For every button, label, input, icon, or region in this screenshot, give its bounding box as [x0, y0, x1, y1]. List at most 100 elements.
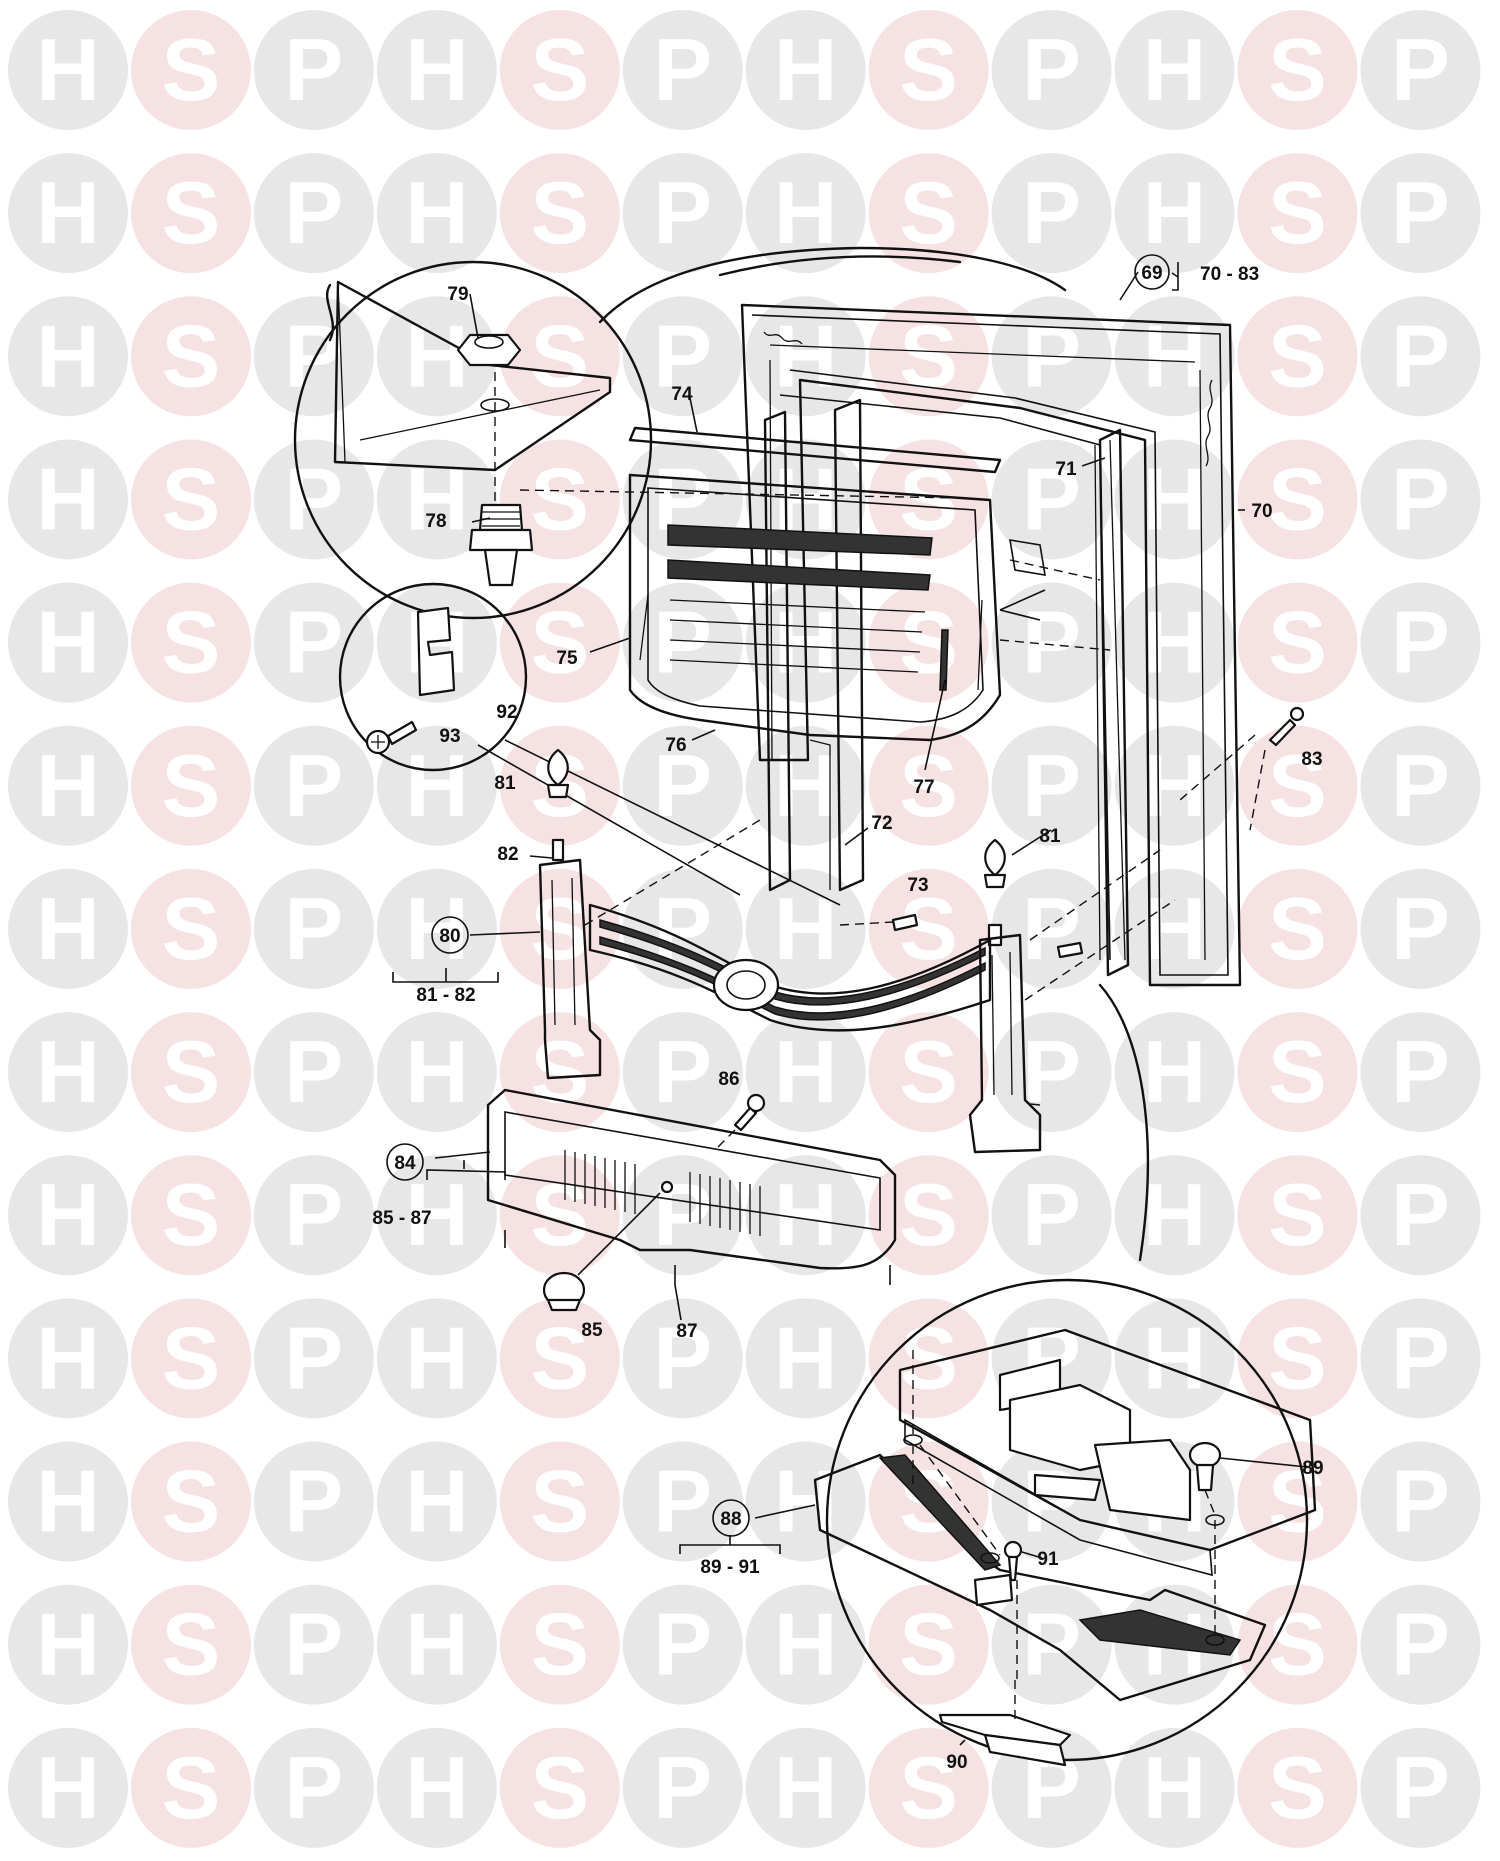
svg-text:H: H: [405, 1308, 469, 1407]
watermark-mark: S: [499, 296, 620, 417]
svg-text:P: P: [1391, 736, 1450, 835]
watermark-mark: P: [1360, 868, 1481, 989]
side-channel-71: [1098, 428, 1130, 977]
svg-text:P: P: [1022, 20, 1081, 119]
part-labels: 69 70 - 83 79 78 74 71 70 75 92 93 76 77…: [372, 254, 1324, 1773]
part-label-92: 92: [496, 702, 517, 723]
leader-lines: [392, 262, 1308, 1746]
svg-text:S: S: [1268, 879, 1327, 978]
svg-text:H: H: [405, 736, 469, 835]
svg-text:H: H: [1143, 20, 1207, 119]
watermark-mark: P: [1360, 1727, 1481, 1848]
svg-text:S: S: [162, 1022, 221, 1121]
svg-text:P: P: [653, 1165, 712, 1264]
svg-text:H: H: [1143, 163, 1207, 262]
svg-text:H: H: [1143, 736, 1207, 835]
watermark-mark: H: [1114, 153, 1235, 274]
watermark-mark: P: [253, 10, 374, 130]
nut-part-79: [456, 333, 522, 412]
svg-text:S: S: [162, 1165, 221, 1264]
svg-text:H: H: [774, 879, 838, 978]
part-label-70: 70: [1251, 501, 1272, 522]
watermark-mark: P: [991, 153, 1112, 274]
svg-text:P: P: [1391, 163, 1450, 262]
svg-text:P: P: [653, 1452, 712, 1551]
watermark-mark: S: [130, 153, 251, 274]
watermark-mark: H: [8, 153, 128, 274]
svg-text:H: H: [405, 1022, 469, 1121]
watermark-mark: P: [622, 1155, 743, 1276]
watermark-mark: H: [376, 153, 497, 274]
watermark-mark: S: [130, 296, 251, 417]
svg-text:H: H: [405, 879, 469, 978]
watermark-mark: H: [376, 1155, 497, 1276]
svg-text:H: H: [774, 1165, 838, 1264]
part-label-89: 89: [1302, 1458, 1323, 1479]
bracket-parts: [999, 539, 1111, 651]
part-label-85: 85: [581, 1320, 603, 1341]
part-label-71: 71: [1055, 459, 1077, 480]
callout-circle-84: [386, 1143, 424, 1181]
watermark-mark: H: [8, 868, 128, 989]
svg-text:H: H: [405, 1165, 469, 1264]
deflector-plate-88: [813, 1453, 1267, 1702]
svg-text:S: S: [1268, 449, 1327, 548]
watermark-mark: S: [130, 1727, 251, 1848]
part-label-83: 83: [1301, 749, 1322, 770]
screw-part-93: [365, 720, 418, 755]
svg-text:S: S: [530, 1738, 589, 1837]
svg-text:S: S: [1268, 1165, 1327, 1264]
svg-text:H: H: [1143, 1738, 1207, 1837]
watermark-mark: P: [253, 439, 374, 560]
svg-text:H: H: [774, 163, 838, 262]
watermark-mark: H: [745, 868, 866, 989]
watermark-mark: S: [1237, 10, 1358, 130]
svg-text:P: P: [285, 1308, 344, 1407]
finial-part-81-left: [546, 748, 570, 862]
svg-text:P: P: [653, 1738, 712, 1837]
svg-text:P: P: [285, 1452, 344, 1551]
watermark-mark: P: [991, 439, 1112, 560]
svg-text:P: P: [653, 20, 712, 119]
screw-part-91: [1003, 1540, 1023, 1582]
svg-text:H: H: [405, 306, 469, 405]
watermark-mark: S: [1237, 1012, 1358, 1133]
fret-assembly-80: [538, 819, 1176, 1154]
svg-text:S: S: [162, 879, 221, 978]
svg-text:P: P: [653, 1595, 712, 1694]
watermark-mark: S: [1237, 439, 1358, 560]
svg-text:P: P: [285, 1022, 344, 1121]
svg-text:P: P: [285, 879, 344, 978]
watermark-mark: H: [1114, 1155, 1235, 1276]
watermark-mark: S: [499, 1727, 620, 1848]
part-label-81a: 81: [494, 773, 516, 794]
screw-part-83: [1056, 706, 1305, 959]
svg-text:H: H: [36, 736, 100, 835]
svg-text:H: H: [774, 1308, 838, 1407]
svg-text:S: S: [530, 593, 589, 692]
watermark-mark: H: [8, 10, 128, 130]
svg-text:P: P: [285, 20, 344, 119]
watermark-mark: S: [868, 1727, 989, 1848]
part-label-73: 73: [907, 875, 928, 896]
watermark-mark: H: [376, 1727, 497, 1848]
screw-part-86: [714, 1093, 766, 1151]
svg-text:P: P: [1022, 1165, 1081, 1264]
watermark-mark: S: [868, 1584, 989, 1705]
seal-part-78: [468, 503, 534, 587]
group-label-80: 81 - 82: [416, 985, 475, 1006]
svg-text:S: S: [1268, 306, 1327, 405]
watermark-mark: H: [8, 1155, 128, 1276]
detail-circle-top-left: [293, 246, 1067, 620]
svg-text:P: P: [285, 736, 344, 835]
watermark-mark: H: [745, 296, 866, 417]
svg-text:S: S: [1268, 1452, 1327, 1551]
watermark-mark: H: [1114, 582, 1235, 703]
ashpan-front-84: [486, 1088, 897, 1285]
watermark-mark: P: [991, 725, 1112, 846]
svg-text:S: S: [1268, 736, 1327, 835]
svg-text:S: S: [162, 1452, 221, 1551]
watermark-mark: P: [253, 153, 374, 274]
svg-text:H: H: [1143, 879, 1207, 978]
svg-text:S: S: [1268, 593, 1327, 692]
